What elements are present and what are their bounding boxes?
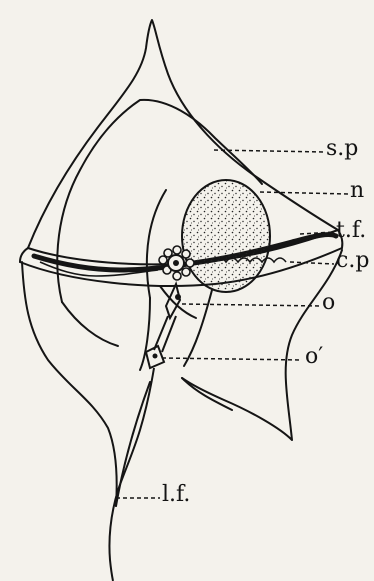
label-tf: t.f. [336,220,366,242]
nucleus [182,180,270,292]
label-o-prime: o′ [305,346,323,368]
leader-n [260,192,348,194]
leader-o [182,304,320,306]
sulcus-right [184,290,212,366]
o-dot [175,294,181,300]
label-o: o [322,292,335,314]
label-cp: c.p [336,250,369,272]
cytoplasm-inner [62,302,118,346]
label-lf: l.f. [162,484,190,506]
pusule-core [173,260,179,266]
sulcus-left [147,190,166,298]
label-sp: s.p [326,138,358,160]
antapical-horn [116,382,150,506]
hypotheca-left [22,262,117,506]
label-n: n [350,180,364,202]
leader-o-prime [162,358,302,360]
canal-link2 [162,316,176,352]
girdle-left-end [20,248,28,262]
canal-link [154,316,168,350]
epitheca-outline [28,20,338,248]
leader-cp [290,262,334,264]
o-prime-dot [153,354,158,359]
